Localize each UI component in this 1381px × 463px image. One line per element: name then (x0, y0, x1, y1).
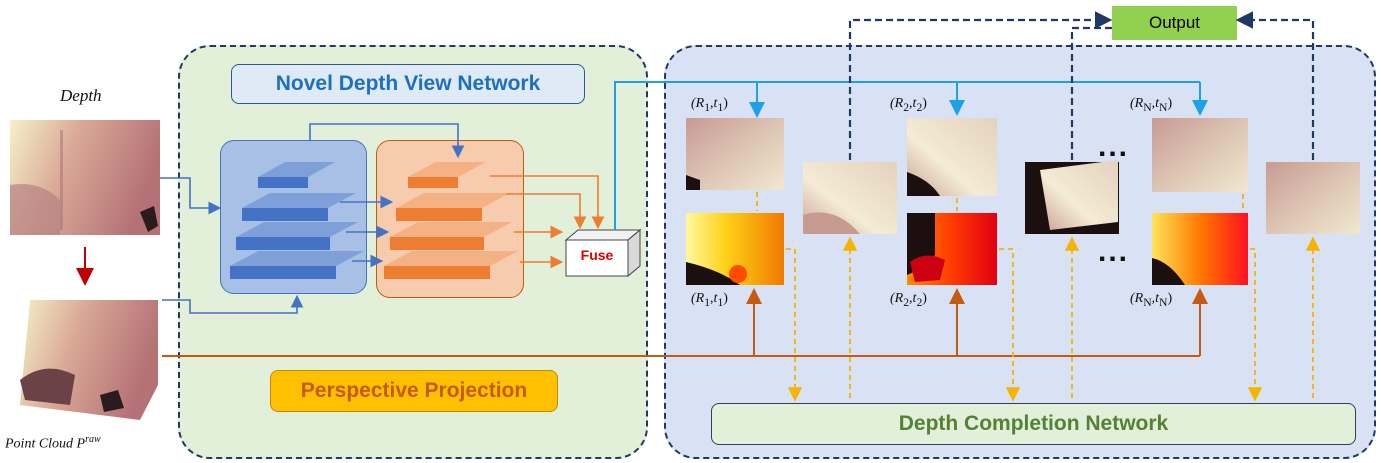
heatmap-1 (686, 213, 784, 285)
encoder-layers (230, 162, 364, 279)
depth-label: Depth (60, 86, 102, 105)
pose-label-bottom-2: (R2,t2) (890, 291, 927, 309)
view-1-depth (686, 118, 784, 190)
point-cloud-image (10, 295, 162, 423)
fuse-label: Fuse (580, 247, 614, 263)
pose-label-top-n: (RN,tN) (1130, 96, 1173, 114)
ellipsis-top: ... (1098, 130, 1130, 163)
point-cloud-label: Point Cloud Praw (5, 434, 101, 452)
completed-view-n (1266, 162, 1360, 234)
heatmap-2 (907, 213, 997, 285)
heatmap-n (1152, 213, 1248, 285)
pose-label-top-2: (R2,t2) (890, 96, 927, 114)
completed-view-1 (803, 162, 897, 234)
pose-label-bottom-n: (RN,tN) (1130, 291, 1173, 309)
pose-label-top-1: (R1,t1) (691, 96, 728, 114)
completed-view-2 (1025, 160, 1119, 234)
decoder-layers (384, 162, 518, 279)
perspective-projection-label: Perspective Projection (270, 370, 558, 412)
fuse-box (564, 228, 642, 278)
pose-label-bottom-1: (R1,t1) (691, 291, 728, 309)
depth-completion-title: Depth Completion Network (711, 403, 1356, 445)
ellipsis-bottom: ... (1098, 235, 1130, 268)
view-n-depth (1152, 118, 1248, 192)
input-depth-image (10, 120, 160, 235)
novel-depth-view-title: Novel Depth View Network (231, 64, 585, 104)
output-box: Output (1112, 6, 1237, 40)
view-2-depth (907, 118, 997, 196)
